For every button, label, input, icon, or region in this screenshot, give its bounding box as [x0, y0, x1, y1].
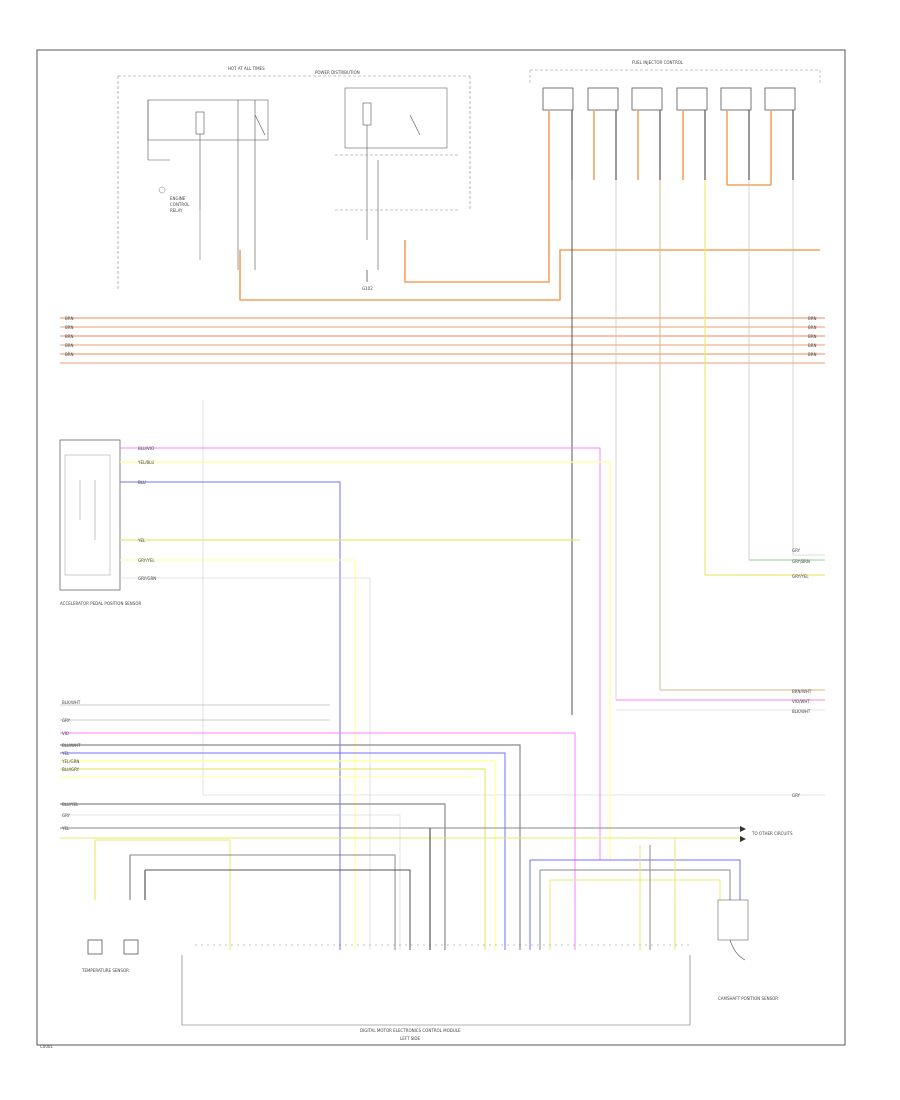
power-distribution-section: HOT AT ALL TIMES POWER DISTRIBUTION ENGI… — [117, 66, 471, 291]
right-wire-label: GRY/YEL — [792, 574, 809, 579]
fuel-injectors-title: FUEL INJECTOR CONTROL — [632, 60, 684, 65]
diagram-frame — [36, 49, 846, 1046]
ecm-title: DIGITAL MOTOR ELECTRONICS CONTROL MODULE — [360, 1028, 461, 1033]
bus-label-left: BRN — [65, 343, 74, 348]
bus-label-right: BRN — [808, 325, 817, 330]
ground-mid-label: G102 — [362, 286, 373, 291]
temp-sensor-label: TEMPERATURE SENSOR — [81, 968, 129, 973]
accel-wire-label: YEL — [137, 538, 146, 543]
temperature-sensor: TEMPERATURE SENSOR — [81, 939, 139, 973]
left-wire-label: BLU/WHT — [62, 743, 81, 748]
svg-text:ENGINE: ENGINE — [170, 196, 186, 201]
camshaft-label: CAMSHAFT POSITION SENSOR — [718, 996, 778, 1001]
relay-box-left — [147, 99, 269, 141]
top-left-label: HOT AT ALL TIMES — [228, 66, 265, 71]
left-wire-label: VIO — [62, 731, 69, 736]
accel-wire-label: YEL/BLU — [137, 460, 154, 465]
ecm-subtitle: LEFT SIDE — [400, 1036, 421, 1041]
fuel-injector-1 — [542, 87, 574, 111]
right-connector: TO OTHER CIRCUITS — [740, 826, 793, 842]
vertical-trunks — [202, 180, 825, 796]
left-harness-lines — [60, 704, 740, 950]
bus-label-right: BRN — [808, 343, 817, 348]
right-wire-label: VIO/WHT — [792, 699, 810, 704]
left-wire-label: YEL/GRN — [61, 759, 79, 764]
fuel-injector-2 — [587, 87, 619, 111]
ecm-module: DIGITAL MOTOR ELECTRONICS CONTROL MODULE… — [181, 944, 691, 1041]
fuel-injector-section: FUEL INJECTOR CONTROL — [529, 60, 821, 186]
bus-label-left: BRN — [65, 352, 74, 357]
left-wire-label: YEL — [61, 751, 70, 756]
right-wire-label: GRY — [792, 548, 801, 553]
right-wire-label: GRY/BRN — [792, 559, 810, 564]
left-wire-label: BLK/WHT — [62, 700, 81, 705]
left-wire-label: GRY — [62, 718, 71, 723]
relay-box-center — [344, 87, 448, 149]
fuse-element-2 — [362, 102, 372, 126]
bus-label-right: BRN — [808, 316, 817, 321]
accelerator-pedal-sensor: ACCELERATOR PEDAL POSITION SENSOR — [59, 439, 141, 606]
horizontal-bus — [60, 317, 825, 364]
left-wire-label: YEL — [61, 826, 70, 831]
bus-label-right: BRN — [808, 334, 817, 339]
accel-label: ACCELERATOR PEDAL POSITION SENSOR — [60, 601, 141, 606]
fuse-element — [195, 111, 205, 135]
fuel-injector-3 — [631, 87, 663, 111]
left-wire-label: BLU/YEL — [62, 802, 79, 807]
ground-symbol-left — [158, 186, 166, 194]
bus-label-left: BRN — [65, 334, 74, 339]
accelerator-wires — [120, 447, 611, 950]
fuel-injector-4 — [676, 87, 708, 111]
fuel-injector-5 — [720, 87, 752, 111]
right-lower-wires — [529, 838, 741, 950]
footer-code: C0001 — [40, 1044, 53, 1049]
right-wire-label: BLK/WHT — [792, 709, 811, 714]
camshaft-sensor: CAMSHAFT POSITION SENSOR — [717, 899, 778, 1001]
accel-wire-label: BLU — [138, 480, 146, 485]
right-wire-label: GRY — [792, 793, 801, 798]
accel-wire-label: BLU/VIO — [138, 446, 154, 451]
feed-wires — [239, 180, 820, 301]
bus-label-left: BRN — [65, 325, 74, 330]
right-wire-label: BRN/WHT — [792, 689, 812, 694]
right-connector-note: TO OTHER CIRCUITS — [751, 831, 793, 836]
bus-label-left: BRN — [65, 316, 74, 321]
fuel-injector-6 — [764, 87, 796, 111]
accel-wire-label: GRY/YEL — [138, 558, 155, 563]
top-center-label: POWER DISTRIBUTION — [315, 70, 360, 75]
bus-label-right: BRN — [808, 352, 817, 357]
accel-wire-label: GRY/GRN — [138, 576, 156, 581]
left-wire-label: GRY — [62, 813, 71, 818]
left-wire-label: BLU/GRY — [62, 767, 80, 772]
svg-text:RELAY: RELAY — [170, 208, 183, 213]
svg-text:CONTROL: CONTROL — [170, 202, 190, 207]
